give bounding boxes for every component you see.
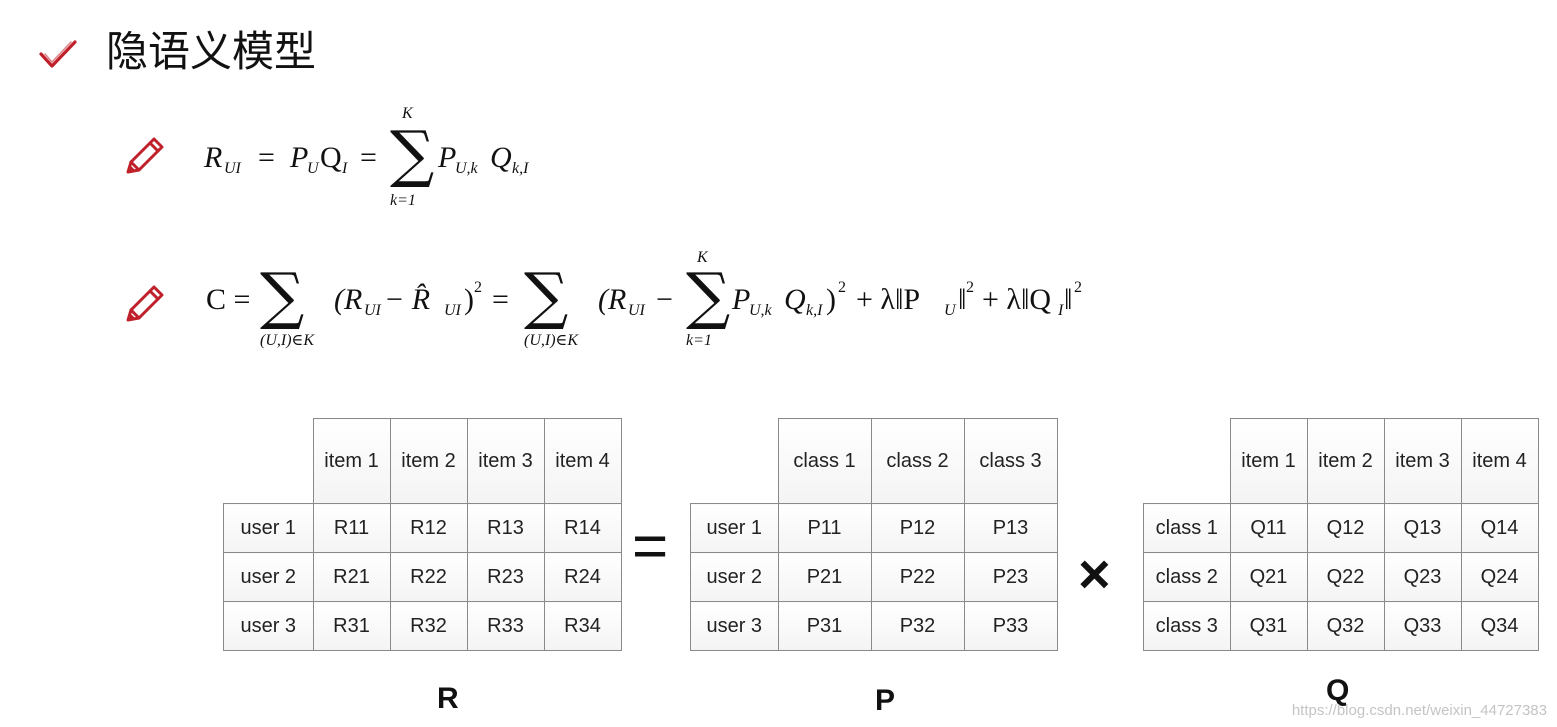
matrix-cell: P23 (963, 552, 1058, 602)
matrix-cell: Q14 (1460, 503, 1539, 553)
column-header: item 1 (1229, 418, 1308, 504)
matrix-cell: R31 (312, 601, 391, 651)
pencil-icon (126, 137, 164, 174)
matrix-cell: Q34 (1460, 601, 1539, 651)
matrix-cell: Q24 (1460, 552, 1539, 602)
column-header: item 2 (389, 418, 468, 504)
column-header: class 1 (777, 418, 872, 504)
matrix-r-label: R (437, 682, 459, 715)
row-header: class 3 (1143, 601, 1231, 651)
row-header: user 2 (223, 552, 314, 602)
row-header: class 1 (1143, 503, 1231, 553)
matrix-q-label: Q (1326, 674, 1350, 707)
matrix-cell: Q32 (1306, 601, 1385, 651)
matrix-cell: Q33 (1383, 601, 1462, 651)
row-header: user 3 (223, 601, 314, 651)
row-header: user 3 (690, 601, 779, 651)
matrix-corner (691, 419, 779, 504)
column-header: class 3 (963, 418, 1058, 504)
column-header: item 2 (1306, 418, 1385, 504)
row-header: user 2 (690, 552, 779, 602)
watermark: https://blog.csdn.net/weixin_44727383 (1291, 702, 1547, 719)
matrix-corner (1144, 419, 1231, 504)
times-operator: × (1078, 542, 1111, 605)
matrix-cell: Q21 (1229, 552, 1308, 602)
matrix-cell: P13 (963, 503, 1058, 553)
matrix-r: item 1 item 2 item 3 item 4 user 1 R11 R… (223, 418, 622, 651)
matrix-cell: P21 (777, 552, 872, 602)
matrix-cell: R14 (543, 503, 622, 553)
page-title: 隐语义模型 (106, 27, 317, 76)
matrix-cell: R22 (389, 552, 468, 602)
matrix-cell: Q31 (1229, 601, 1308, 651)
matrix-cell: R33 (466, 601, 545, 651)
column-header: item 4 (543, 418, 622, 504)
column-header: item 3 (466, 418, 545, 504)
column-header: item 3 (1383, 418, 1462, 504)
matrix-cell: Q12 (1306, 503, 1385, 553)
matrix-cell: R24 (543, 552, 622, 602)
column-header: item 1 (312, 418, 391, 504)
equals-operator: = (632, 512, 669, 581)
row-header: user 1 (223, 503, 314, 553)
row-header: class 2 (1143, 552, 1231, 602)
matrix-cell: Q13 (1383, 503, 1462, 553)
matrix-p: class 1 class 2 class 3 user 1 P11 P12 P… (690, 418, 1058, 651)
matrix-corner (224, 419, 314, 504)
matrix-q: item 1 item 2 item 3 item 4 class 1 Q11 … (1143, 418, 1539, 651)
matrix-cell: Q11 (1229, 503, 1308, 553)
matrix-cell: R12 (389, 503, 468, 553)
matrix-cell: P12 (870, 503, 965, 553)
matrix-cell: P32 (870, 601, 965, 651)
matrix-cell: P22 (870, 552, 965, 602)
matrix-cell: R21 (312, 552, 391, 602)
row-header: user 1 (690, 503, 779, 553)
matrix-cell: R23 (466, 552, 545, 602)
matrix-cell: R32 (389, 601, 468, 651)
checkmark-icon (39, 40, 77, 68)
column-header: item 4 (1460, 418, 1539, 504)
column-header: class 2 (870, 418, 965, 504)
matrix-cell: P31 (777, 601, 872, 651)
matrix-cell: P33 (963, 601, 1058, 651)
matrix-cell: Q23 (1383, 552, 1462, 602)
matrix-cell: R13 (466, 503, 545, 553)
matrix-p-label: P (875, 684, 896, 717)
matrix-cell: R34 (543, 601, 622, 651)
pencil-icon (126, 285, 164, 322)
matrix-cell: P11 (777, 503, 872, 553)
matrix-cell: R11 (312, 503, 391, 553)
matrix-cell: Q22 (1306, 552, 1385, 602)
